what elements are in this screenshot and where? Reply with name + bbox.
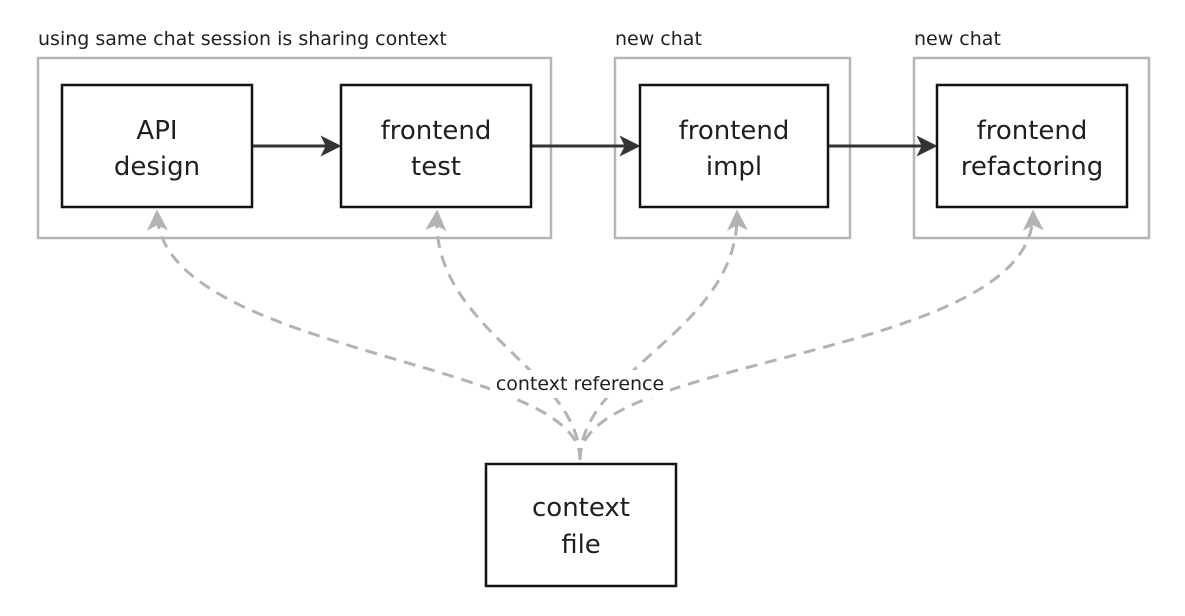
node-frontend-refactoring: frontend refactoring [935,83,1129,209]
node-api-design-line2: design [114,152,200,182]
group-new-chat-impl: new chat [613,28,852,240]
context-reference-text: context reference [496,373,664,395]
node-api-design-line1: API [136,116,177,146]
group-new-chat-refactoring: new chat [912,28,1151,240]
node-context-file: context file [484,462,678,588]
reference-edge-frontend-impl [578,209,748,461]
node-frontend-impl: frontend impl [638,83,830,209]
node-frontend-test-line1: frontend [381,116,492,146]
reference-edge-frontend-refactoring [578,209,1044,461]
node-frontend-test-line2: test [411,152,461,182]
group-label-new-chat-refactoring: new chat [914,28,1001,50]
reference-edge-frontend-test [425,209,582,461]
context-reference-label: context reference [490,370,670,398]
node-context-file-line2: file [561,530,601,560]
group-label-new-chat-impl: new chat [615,28,702,50]
node-frontend-test: frontend test [339,83,533,209]
context-reference-edges [146,209,1044,461]
group-label-shared-session: using same chat session is sharing conte… [38,28,447,50]
group-shared-session: using same chat session is sharing conte… [36,28,553,240]
node-api-design: API design [60,83,254,209]
node-frontend-impl-line1: frontend [679,116,790,146]
node-frontend-refactoring-line2: refactoring [961,152,1104,182]
node-frontend-impl-line2: impl [706,152,762,182]
node-context-file-line1: context [532,493,630,523]
node-frontend-refactoring-line1: frontend [977,116,1088,146]
reference-edge-api-design [146,209,582,461]
